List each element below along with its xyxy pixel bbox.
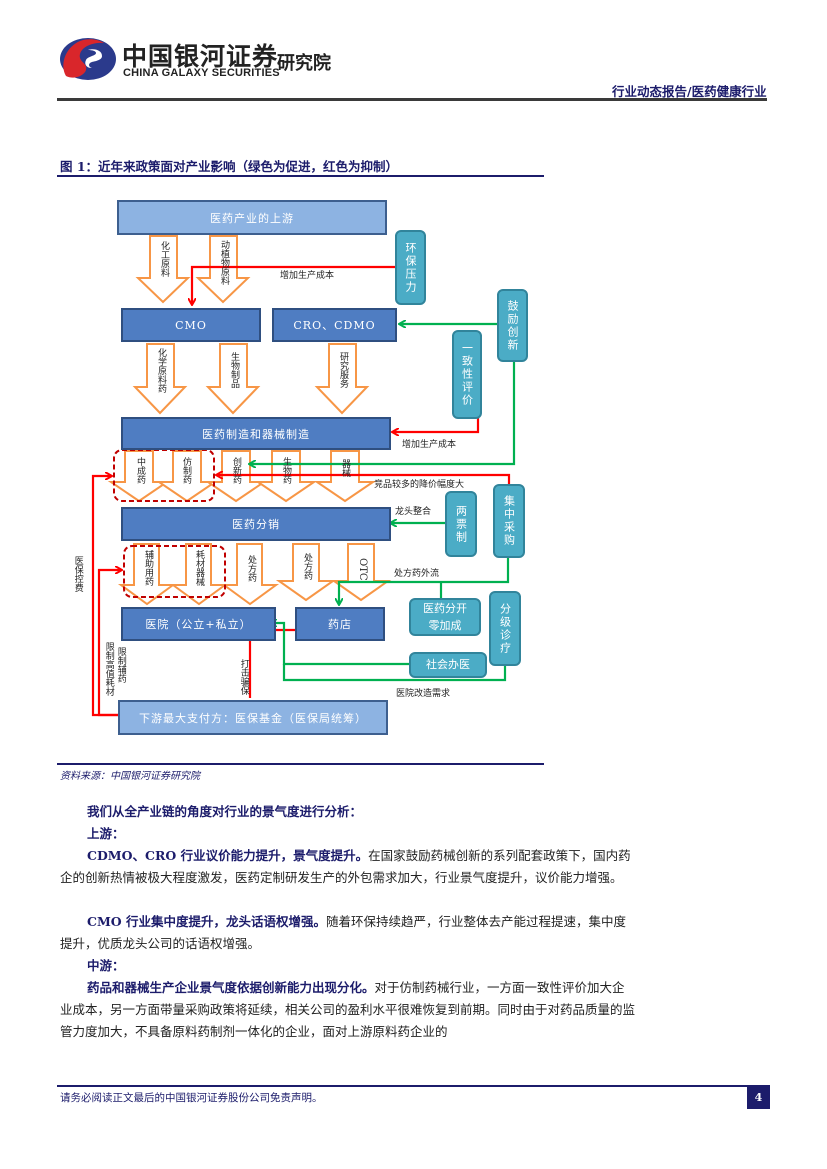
inhibited-group-adjuvant: [123, 545, 226, 598]
edge-label-leader-consolidation: 龙头整合: [395, 507, 432, 517]
label-bio-products: 生物制品: [229, 352, 239, 388]
intro-paragraph: 我们从全产业链的角度对行业的景气度进行分析：: [87, 804, 363, 819]
flow-arrow-research: [314, 343, 370, 415]
promote-procurement-to-pharmacy: [339, 552, 510, 604]
figure-source: 资料来源：中国银河证券研究院: [60, 771, 200, 782]
promote-innovation-to-innovative: [250, 358, 516, 464]
policy-centralized-procurement: 集中采购: [493, 484, 525, 558]
paragraph-manufacturers-text: 对于仿制药械行业，一方面一致性评价加大企业成本，另一方面带量采购政策将延续，相关…: [60, 980, 636, 1039]
report-type: 行业动态报告/医药健康行业: [612, 84, 767, 99]
policy-private-hospitals: 社会办医: [409, 652, 487, 678]
paragraph-cdmo-cro-text: 在国家鼓励药械创新的系列配套政策下，国内药企的创新热情被极大程度激发，医药定制研…: [60, 848, 631, 885]
node-cmo: CMO: [121, 308, 261, 342]
paragraph-manufacturers: 药品和器械生产企业景气度依据创新能力出现分化。对于仿制药械行业，一方面一致性评价…: [60, 977, 635, 1043]
inhibit-payer-to-adjuvant: [97, 570, 121, 717]
header-divider: [57, 98, 767, 101]
node-pharmacy: 药店: [295, 607, 385, 641]
paragraph-cdmo-cro: CDMO、CRO 行业议价能力提升，景气度提升。在国家鼓励药械创新的系列配套政策…: [60, 845, 635, 889]
edge-label-rx-outflow: 处方药外流: [394, 569, 440, 579]
edge-label-insurance-cost-control: 医保控费: [72, 556, 83, 592]
node-distribution: 医药分销: [121, 507, 391, 541]
figure-top-rule: [57, 175, 544, 177]
flow-arrow-api: [132, 343, 188, 415]
brand-name-cn: 中国银河证券: [122, 42, 279, 71]
flow-arrow-rx1: [220, 543, 280, 606]
flow-arrow-adjuvant: [117, 543, 177, 606]
label-generic: 仿制药: [181, 457, 191, 484]
figure-bottom-rule: [57, 763, 544, 765]
label-biologic: 生物药: [281, 457, 291, 484]
node-payer: 下游最大支付方：医保基金（医保局统筹）: [118, 700, 388, 735]
flow-arrow-bio-products: [205, 343, 261, 415]
policy-separation: 医药分开零加成: [409, 598, 481, 636]
edge-label-limit-consumables: 限制高值耗材: [103, 642, 114, 696]
label-tcm: 中成药: [135, 457, 145, 484]
label-rx2: 处方药: [302, 553, 312, 580]
flow-arrow-consumables: [169, 543, 229, 606]
edge-label-cost-up-2: 增加生产成本: [402, 440, 457, 450]
label-rx1: 处方药: [246, 555, 256, 582]
page-number: 4: [747, 1085, 770, 1109]
policy-consistency-eval: 一致性评价: [452, 330, 482, 419]
policy-tiered-care: 分级诊疗: [489, 591, 521, 666]
brand-name-en: CHINA GALAXY SECURITIES: [123, 67, 280, 79]
label-consumables: 耗材器械: [194, 550, 204, 586]
policy-encourage-innovation: 鼓励创新: [497, 289, 528, 362]
company-logo: [58, 36, 118, 82]
flow-arrow-tcm: [107, 450, 171, 503]
promote-tiered-to-hospital: [282, 664, 507, 682]
node-manufacturing: 医药制造和器械制造: [121, 417, 391, 450]
label-otc: OTC: [357, 558, 368, 581]
node-hospital: 医院（公立+私立）: [121, 607, 276, 641]
flow-arrow-chem-raw: [135, 235, 191, 304]
upstream-heading: 上游：: [87, 826, 125, 841]
label-innovative: 创新药: [231, 457, 241, 484]
footer-rule: [57, 1085, 770, 1087]
footer-disclaimer: 请务必阅读正文最后的中国银河证券股份公司免责声明。: [60, 1092, 323, 1104]
paragraph-cmo: CMO 行业集中度提升，龙头话语权增强。随着环保持续趋严，行业整体去产能过程提速…: [60, 911, 635, 955]
edge-label-limit-adjuvant: 限制辅药: [115, 647, 126, 683]
node-cro-cdmo: CRO、CDMO: [272, 308, 397, 342]
inhibit-env-to-cmo: [192, 265, 397, 304]
node-upstream: 医药产业的上游: [117, 200, 387, 235]
flow-arrow-plant-raw: [195, 235, 251, 304]
institute-name: 研究院: [277, 53, 331, 74]
paragraph-cmo-lead: CMO 行业集中度提升，龙头话语权增强。: [87, 914, 327, 929]
label-adjuvant: 辅助用药: [143, 550, 153, 586]
inhibited-group-generic: [113, 449, 215, 502]
figure-title: 图 1：近年来政策面对产业影响（绿色为促进，红色为抑制）: [60, 159, 399, 174]
flow-arrow-generic: [155, 450, 219, 503]
edge-label-anti-fraud: 打击骗保: [238, 659, 249, 695]
policy-env-pressure: 环保压力: [395, 230, 426, 305]
policy-impact-diagram: 医药产业的上游 CMO CRO、CDMO 医药制造和器械制造 医药分销 医院（公…: [57, 180, 544, 762]
paragraph-cmo-text: 随着环保持续趋严，行业整体去产能过程提速，集中度提升，优质龙头公司的话语权增强。: [60, 914, 627, 951]
label-chem-raw: 化工原料: [159, 241, 169, 277]
paragraph-manufacturers-lead: 药品和器械生产企业景气度依据创新能力出现分化。: [87, 980, 375, 995]
inhibit-procurement-to-generic: [217, 475, 511, 484]
promote-private-to-hospital: [271, 623, 409, 666]
label-device: 器械: [340, 459, 350, 477]
diagram-connectors: [91, 235, 516, 717]
label-plant-raw: 动植物原料: [219, 240, 229, 285]
edge-label-price-cut: 竞品较多的降价幅度大: [374, 480, 465, 490]
galaxy-logo-icon: [60, 38, 116, 80]
label-api: 化学原料药: [156, 348, 166, 393]
flow-arrow-rx2: [275, 543, 337, 602]
paragraph-cdmo-cro-lead: CDMO、CRO 行业议价能力提升，景气度提升。: [87, 848, 369, 863]
label-research: 研究服务: [338, 352, 348, 388]
policy-two-invoice: 两票制: [445, 491, 477, 557]
inhibit-consistency-to-mfg: [393, 416, 480, 432]
edge-label-cost-up-1: 增加生产成本: [280, 271, 335, 281]
edge-label-hospital-reform: 医院改造需求: [396, 689, 451, 699]
midstream-heading: 中游：: [87, 958, 125, 973]
